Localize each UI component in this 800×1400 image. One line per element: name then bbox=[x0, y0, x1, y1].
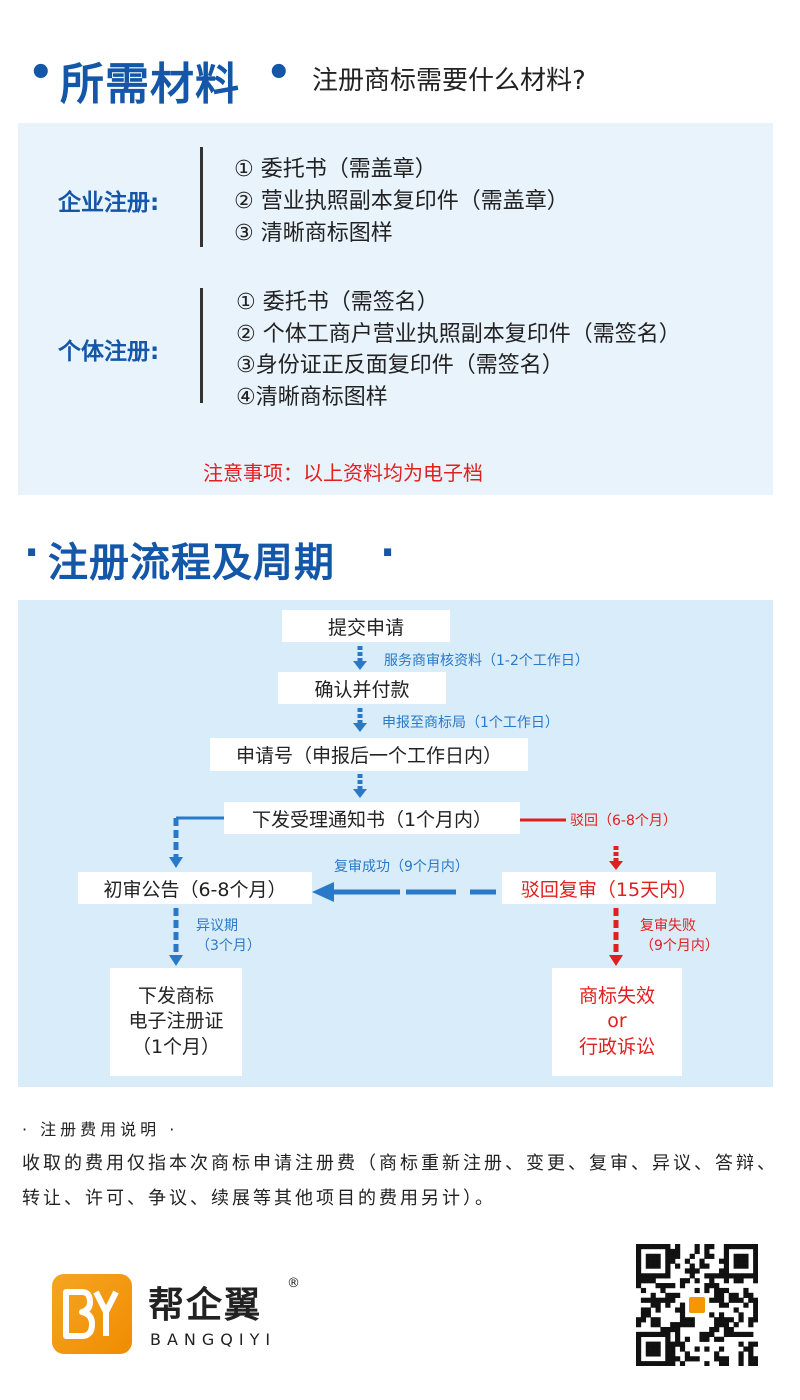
fees-title: · 注册费用说明 · bbox=[22, 1120, 179, 1139]
step-invalid-or-litigation: 商标失效 or 行政诉讼 bbox=[552, 968, 682, 1076]
fail-line: 行政诉讼 bbox=[578, 1035, 655, 1058]
review-fail-line: 复审失败 bbox=[640, 918, 696, 934]
step-acceptance-notice: 下发受理通知书（1个月内） bbox=[224, 802, 520, 834]
materials-title: 所需材料 bbox=[60, 59, 240, 110]
individual-label: 个体注册: bbox=[58, 339, 160, 365]
enterprise-label: 企业注册: bbox=[58, 190, 160, 216]
materials-panel bbox=[18, 123, 773, 495]
individual-item: ③身份证正反面复印件（需签名） bbox=[236, 353, 564, 378]
step-rejection-review: 驳回复审（15天内） bbox=[502, 872, 716, 904]
qr-code bbox=[636, 1244, 759, 1367]
bqy-logo-icon bbox=[63, 1289, 119, 1339]
enterprise-item: ① 委托书（需盖章） bbox=[234, 157, 437, 182]
materials-note: 注意事项：以上资料均为电子档 bbox=[203, 461, 483, 485]
qr-code-icon bbox=[636, 1244, 759, 1367]
step-label-filing: 申报至商标局（1个工作日） bbox=[382, 715, 559, 731]
individual-divider bbox=[200, 288, 203, 403]
review-fail-line: （9个月内） bbox=[640, 938, 719, 954]
step-application-number: 申请号（申报后一个工作日内） bbox=[210, 738, 528, 771]
individual-item: ④清晰商标图样 bbox=[236, 385, 388, 410]
step-certificate: 下发商标 电子注册证 （1个月） bbox=[110, 968, 242, 1076]
step-preliminary-announcement: 初审公告（6-8个月） bbox=[78, 872, 312, 904]
individual-item: ② 个体工商户营业执照副本复印件（需签名） bbox=[236, 322, 681, 347]
fees-text: 收取的费用仅指本次商标申请注册费（商标重新注册、变更、复审、异议、答辩、转让、许… bbox=[22, 1153, 778, 1209]
individual-item: ① 委托书（需签名） bbox=[236, 290, 439, 315]
step-confirm: 确认并付款 bbox=[278, 672, 446, 704]
certificate-line: 电子注册证 bbox=[128, 1010, 224, 1033]
registered-mark: ® bbox=[287, 1276, 300, 1291]
step-submit: 提交申请 bbox=[282, 610, 450, 642]
review-success-arrow bbox=[312, 882, 496, 902]
enterprise-divider bbox=[200, 147, 203, 247]
enterprise-item: ③ 清晰商标图样 bbox=[234, 221, 393, 246]
enterprise-item: ② 营业执照副本复印件（需盖章） bbox=[234, 189, 569, 214]
objection-arrow bbox=[169, 908, 183, 966]
certificate-line: （1个月） bbox=[131, 1035, 221, 1058]
step-label-objection: 异议期 （3个月） bbox=[196, 916, 261, 956]
step-label-review: 服务商审核资料（1-2个工作日） bbox=[384, 653, 589, 669]
review-fail-arrow bbox=[609, 908, 623, 966]
process-dot-left: · bbox=[24, 530, 41, 576]
reject-down-arrow bbox=[609, 846, 623, 870]
down-arrow-1 bbox=[353, 646, 367, 670]
step-label-review-fail: 复审失败 （9个月内） bbox=[640, 916, 719, 956]
step-label-reject: 驳回（6-8个月） bbox=[570, 813, 677, 829]
process-dot-right: · bbox=[380, 530, 397, 576]
down-arrow-3 bbox=[353, 774, 367, 798]
title-dot-left: • bbox=[28, 50, 54, 96]
fail-line: 商标失效 bbox=[578, 984, 655, 1007]
brand-name-cn: 帮企翼 bbox=[148, 1285, 263, 1326]
fail-line: or bbox=[607, 1010, 627, 1033]
title-dot-right: • bbox=[266, 50, 292, 96]
brand-logo-badge bbox=[52, 1274, 132, 1354]
notice-to-prelim-arrow bbox=[169, 816, 224, 868]
objection-line: （3个月） bbox=[196, 938, 261, 954]
certificate-line: 下发商标 bbox=[137, 984, 214, 1007]
objection-line: 异议期 bbox=[196, 918, 238, 934]
process-title: 注册流程及周期 bbox=[48, 540, 335, 586]
brand-name-en: BANGQIYI bbox=[150, 1330, 277, 1349]
down-arrow-2 bbox=[353, 708, 367, 732]
materials-subtitle: 注册商标需要什么材料? bbox=[312, 66, 586, 96]
step-label-review-success: 复审成功（9个月内） bbox=[334, 859, 469, 875]
